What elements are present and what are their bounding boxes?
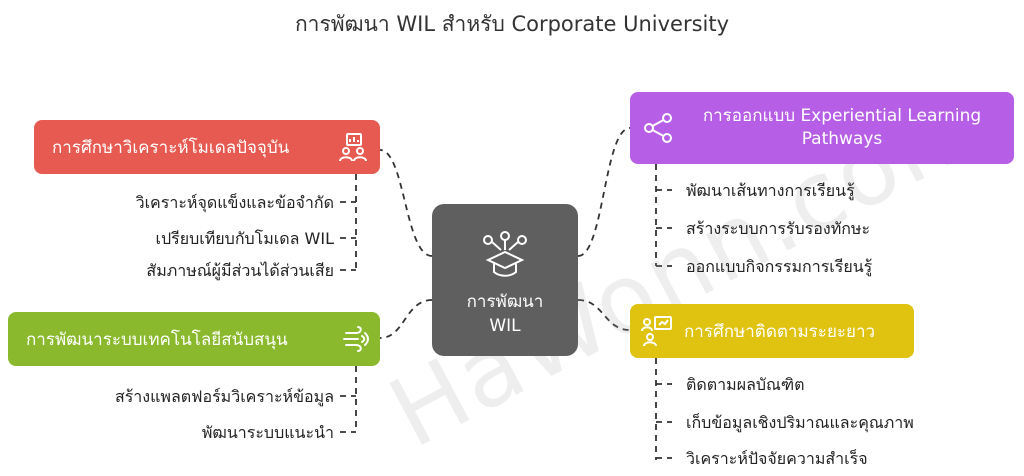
red-leaf-2: เปรียบเทียบกับโมเดล WIL xyxy=(155,229,334,248)
green-leaf-1: สร้างแพลตฟอร์มวิเคราะห์ข้อมูล xyxy=(114,387,334,406)
connector-center-green xyxy=(379,299,433,339)
purple-leaf-3: ออกแบบกิจกรรมการเรียนรู้ xyxy=(686,257,873,276)
share-nodes-icon xyxy=(644,113,672,143)
center-node: การพัฒนา WIL xyxy=(432,204,578,356)
purple-leaf-2: สร้างระบบการรับรองทักษะ xyxy=(686,219,871,238)
branch-green-label: การพัฒนาระบบเทคโนโลยีสนับสนุน xyxy=(26,329,288,350)
green-leaf-2: พัฒนาระบบแนะนำ xyxy=(201,423,334,442)
branch-longitudinal-study: การศึกษาติดตามระยะยาว xyxy=(630,304,914,358)
graduation-network-icon xyxy=(483,231,527,277)
branch-purple-label-line1: การออกแบบ Experiential Learning xyxy=(702,106,982,126)
diagram-title: การพัฒนา WIL สำหรับ Corporate University xyxy=(294,12,730,36)
branch-current-model-study: การศึกษาวิเคราะห์โมเดลปัจจุบัน xyxy=(34,120,380,174)
team-analysis-icon xyxy=(339,133,367,162)
purple-leaf-1: พัฒนาเส้นทางการเรียนรู้ xyxy=(686,181,855,200)
yellow-leaf-3: วิเคราะห์ปัจจัยความสำเร็จ xyxy=(686,449,868,468)
connector-center-yellow xyxy=(577,299,631,331)
wind-signal-icon xyxy=(343,326,369,352)
yellow-leaf-2: เก็บข้อมูลเชิงปริมาณและคุณภาพ xyxy=(686,413,914,432)
yellow-leaf-1: ติดตามผลบัณฑิต xyxy=(686,375,805,394)
center-label-line2: WIL xyxy=(489,316,521,336)
presentation-people-icon xyxy=(641,316,672,347)
red-leaf-1: วิเคราะห์จุดแข็งและข้อจำกัด xyxy=(135,193,334,212)
center-label-line1: การพัฒนา xyxy=(466,292,544,312)
branch-yellow-label: การศึกษาติดตามระยะยาว xyxy=(684,321,876,342)
red-leaf-3: สัมภาษณ์ผู้มีส่วนได้ส่วนเสีย xyxy=(146,261,334,280)
connector-center-purple xyxy=(577,127,631,257)
branch-purple-label-line2: Pathways xyxy=(801,129,883,149)
branch-technology-support: การพัฒนาระบบเทคโนโลยีสนับสนุน xyxy=(8,312,380,366)
connector-center-red xyxy=(379,149,433,257)
branch-experiential-learning-pathways: การออกแบบ Experiential Learning Pathways xyxy=(630,92,1014,164)
branch-red-label: การศึกษาวิเคราะห์โมเดลปัจจุบัน xyxy=(52,137,290,158)
